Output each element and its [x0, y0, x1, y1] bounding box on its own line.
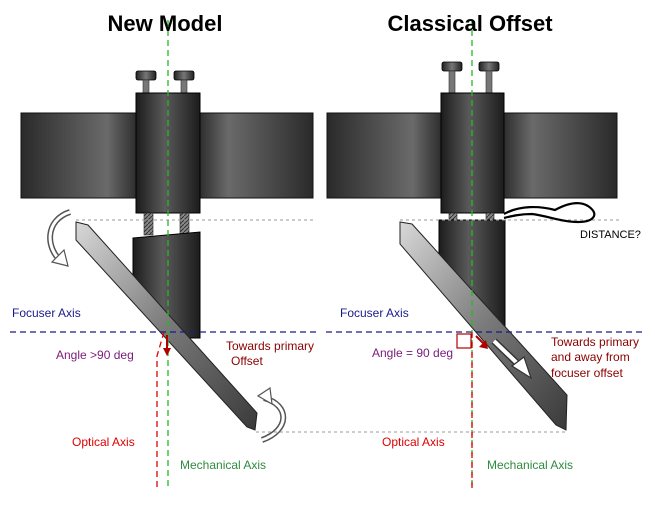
left-red-arrowhead	[163, 348, 171, 356]
left-mechanical-axis-label: Mechanical Axis	[180, 458, 266, 472]
right-thread-2	[485, 212, 495, 221]
left-optical-axis-label: Optical Axis	[72, 435, 135, 449]
right-secondary-mirror	[399, 221, 568, 431]
left-rotate-arrow-top-head	[50, 248, 69, 267]
left-knob-2-cap	[173, 70, 195, 81]
left-angle-label: Angle >90 deg	[56, 348, 134, 362]
left-rotate-arrow-bottom-head	[256, 386, 273, 406]
right-thread-1	[448, 212, 458, 221]
left-secondary-mirror	[75, 221, 258, 431]
right-focuser-axis-label: Focuser Axis	[340, 306, 409, 320]
right-angle-marker	[456, 333, 472, 349]
right-distance-scribble	[503, 201, 596, 224]
right-towards-label-3: focuser offset	[551, 366, 623, 380]
left-panel-title: New Model	[108, 11, 223, 36]
right-panel: Classical Offset DISTANCE? Focuser Axis …	[256, 11, 646, 490]
right-red-arrowhead	[479, 340, 488, 349]
right-panel-title: Classical Offset	[387, 11, 553, 36]
right-optical-axis-label: Optical Axis	[382, 435, 445, 449]
right-white-arrow-shaft-inner	[492, 339, 522, 368]
right-white-arrow-head	[510, 356, 533, 380]
right-knob-2-cap	[478, 61, 500, 72]
right-towards-label-2: and away from	[551, 350, 630, 364]
right-distance-label: DISTANCE?	[580, 229, 641, 241]
right-knob-1-cap	[441, 61, 463, 72]
right-red-arrow	[475, 335, 485, 345]
left-spider-vane-right	[199, 112, 314, 199]
left-spider-vane-left	[20, 112, 137, 199]
left-knob-1-stem	[142, 79, 150, 95]
right-spider-vane-left	[326, 112, 442, 199]
left-focuser-axis-label: Focuser Axis	[12, 306, 81, 320]
left-knob-2-stem	[180, 79, 188, 95]
right-mechanical-axis-label: Mechanical Axis	[487, 458, 573, 472]
left-optical-axis-line	[156, 331, 165, 490]
left-panel: New Model Focuser Axis Angle >90 deg Tow…	[10, 11, 320, 490]
left-thread-2	[179, 212, 190, 236]
right-spider-vane-right	[503, 112, 618, 199]
left-towards-label-2: Offset	[231, 354, 263, 368]
right-knob-2-stem	[485, 70, 493, 94]
left-knob-1-cap	[135, 70, 157, 81]
left-towards-label-1: Towards primary	[226, 339, 314, 353]
left-thread-1	[143, 212, 154, 236]
right-knob-1-stem	[448, 70, 456, 94]
right-towards-label-1: Towards primary	[551, 335, 639, 349]
right-angle-label: Angle = 90 deg	[372, 346, 453, 360]
